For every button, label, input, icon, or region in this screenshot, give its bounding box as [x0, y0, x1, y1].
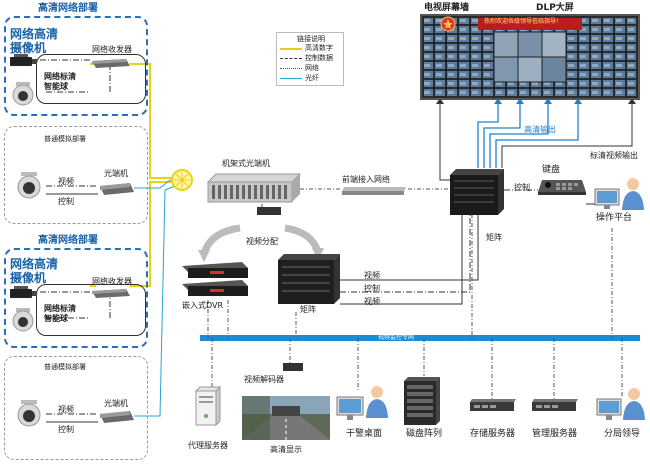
proxy-server-icon — [194, 386, 222, 426]
hd-camera-icon — [8, 286, 38, 300]
optical-transceiver-icon — [98, 410, 136, 424]
hd-output-label: 高清输出 — [524, 125, 556, 134]
video-wall-grid — [424, 18, 636, 96]
tv-wall-title: 电视屏幕墙 — [424, 3, 470, 13]
hd-display-label: 高清显示 — [270, 445, 302, 454]
analog-top-title: 普通模拟部署 — [44, 135, 86, 143]
dome-camera-icon — [10, 80, 36, 106]
video-decoder-label: 视频解码器 — [244, 375, 284, 384]
storage-server-label: 存储服务器 — [470, 429, 516, 439]
video-wall: 热烈欢迎各级领导莅临指导! — [420, 14, 640, 100]
matrix-link-control: 控制 — [364, 284, 380, 293]
analog-bottom-video-label: 视频 — [58, 405, 74, 414]
dvr-label: 嵌入式DVR — [182, 301, 224, 310]
keyboard-icon — [538, 176, 586, 196]
console-label: 操作平台 — [596, 213, 633, 223]
matrix-links — [340, 214, 479, 305]
dome-camera-icon — [10, 306, 36, 332]
analog-top-optical-label: 光端机 — [104, 169, 128, 178]
junction-ball-icon — [170, 168, 194, 192]
keyboard-control-label: 控制 — [514, 183, 530, 192]
disk-array-icon — [402, 376, 442, 426]
bus-label: 视频监控专网 — [378, 334, 415, 341]
analog-bottom-optical-label: 光端机 — [104, 399, 128, 408]
sd-output-line — [501, 104, 633, 168]
analog-lines — [40, 59, 111, 423]
hd-top-transceiver-label: 网络收发器 — [92, 45, 132, 54]
hd-display-screen — [242, 396, 330, 440]
operator-person-icon — [620, 176, 646, 212]
mgmt-server-label: 管理服务器 — [532, 429, 578, 439]
analog-bottom-section — [4, 356, 148, 460]
network-transceiver-icon — [90, 288, 130, 299]
hd-top-camera-label: 网络高清 摄像机 — [10, 27, 59, 55]
legend-box: 链接说明 高清数字 控制数据 网络 光纤 — [276, 32, 344, 86]
rack-optical-label: 机架式光端机 — [222, 159, 270, 168]
legend-item-control: 控制数据 — [305, 54, 333, 62]
police-monitor-icon — [336, 396, 366, 422]
hd-bottom-dome-label: 网络标清 智能球 — [44, 304, 76, 323]
network-transceiver-icon — [90, 58, 130, 69]
hd-top-dome-label: 网络标清 智能球 — [44, 72, 76, 91]
hd-bottom-section — [4, 248, 148, 348]
analog-bottom-title: 普通模拟部署 — [44, 363, 86, 371]
hd-bottom-transceiver-label: 网络收发器 — [92, 277, 132, 286]
legend-item-network: 网络 — [305, 64, 319, 72]
legend-title: 链接说明 — [297, 35, 325, 43]
optical-transceiver-icon — [98, 182, 136, 196]
emblem-icon — [440, 16, 456, 32]
hd-bottom-camera-label: 网络高清 摄像机 — [10, 257, 59, 285]
bus-drops — [207, 214, 623, 400]
disk-array-label: 磁盘阵列 — [406, 429, 443, 439]
analog-top-video-label: 视频 — [58, 177, 74, 186]
matrix-link-video2: 视频 — [364, 297, 380, 306]
video-split-label: 视频分配 — [246, 237, 278, 246]
police-desktop-label: 干警桌面 — [346, 429, 383, 439]
analog-top-section — [4, 126, 148, 224]
hd-output-lines — [477, 104, 579, 168]
matrix-main-label: 矩阵 — [486, 233, 502, 242]
analog-top-control-label: 控制 — [58, 197, 74, 206]
leader-monitor-icon — [596, 398, 624, 422]
splitter-device-icon — [256, 206, 282, 216]
dvr-stack-icon — [180, 260, 250, 302]
legend-item-fiber: 光纤 — [305, 74, 319, 82]
dlp-title: DLP大屏 — [536, 3, 574, 13]
analog-dome-icon — [14, 398, 44, 428]
analog-bottom-control-label: 控制 — [58, 425, 74, 434]
rack-optical-icon — [206, 172, 302, 204]
analog-dome-icon — [14, 170, 44, 200]
hd-top-section — [4, 16, 148, 116]
legend-item-hd: 高清数字 — [305, 44, 333, 52]
hd-bottom-inner-box — [36, 284, 146, 336]
matrix-mid-icon — [278, 252, 342, 306]
video-decoder-icon — [282, 362, 304, 372]
matrix-main-icon — [450, 168, 506, 216]
storage-server-icon — [468, 398, 518, 412]
proxy-server-label: 代理服务器 — [188, 441, 228, 450]
network-switch-icon — [340, 186, 408, 196]
legend-swatch-fiber — [280, 78, 302, 79]
branch-leader-label: 分局领导 — [604, 429, 641, 439]
legend-swatch-network — [280, 68, 302, 69]
hd-camera-icon — [8, 54, 38, 68]
front-network-label: 前端接入网络 — [342, 175, 390, 184]
welcome-banner: 热烈欢迎各级领导莅临指导! — [484, 18, 559, 25]
hd-top-title: 高清网络部署 — [38, 3, 98, 14]
sd-output-label: 标清视频输出 — [590, 151, 638, 160]
keyboard-label: 键盘 — [542, 165, 561, 175]
legend-swatch-hd — [280, 48, 302, 50]
leader-person-icon — [622, 386, 646, 422]
console-monitor-icon — [594, 188, 620, 210]
mgmt-server-icon — [530, 398, 580, 412]
hd-bottom-title: 高清网络部署 — [38, 235, 98, 246]
police-person-icon — [364, 384, 390, 420]
matrix-link-video1: 视频 — [364, 271, 380, 280]
hd-top-inner-box — [36, 54, 146, 104]
legend-swatch-control — [280, 58, 302, 59]
matrix-mid-label: 矩阵 — [300, 305, 316, 314]
